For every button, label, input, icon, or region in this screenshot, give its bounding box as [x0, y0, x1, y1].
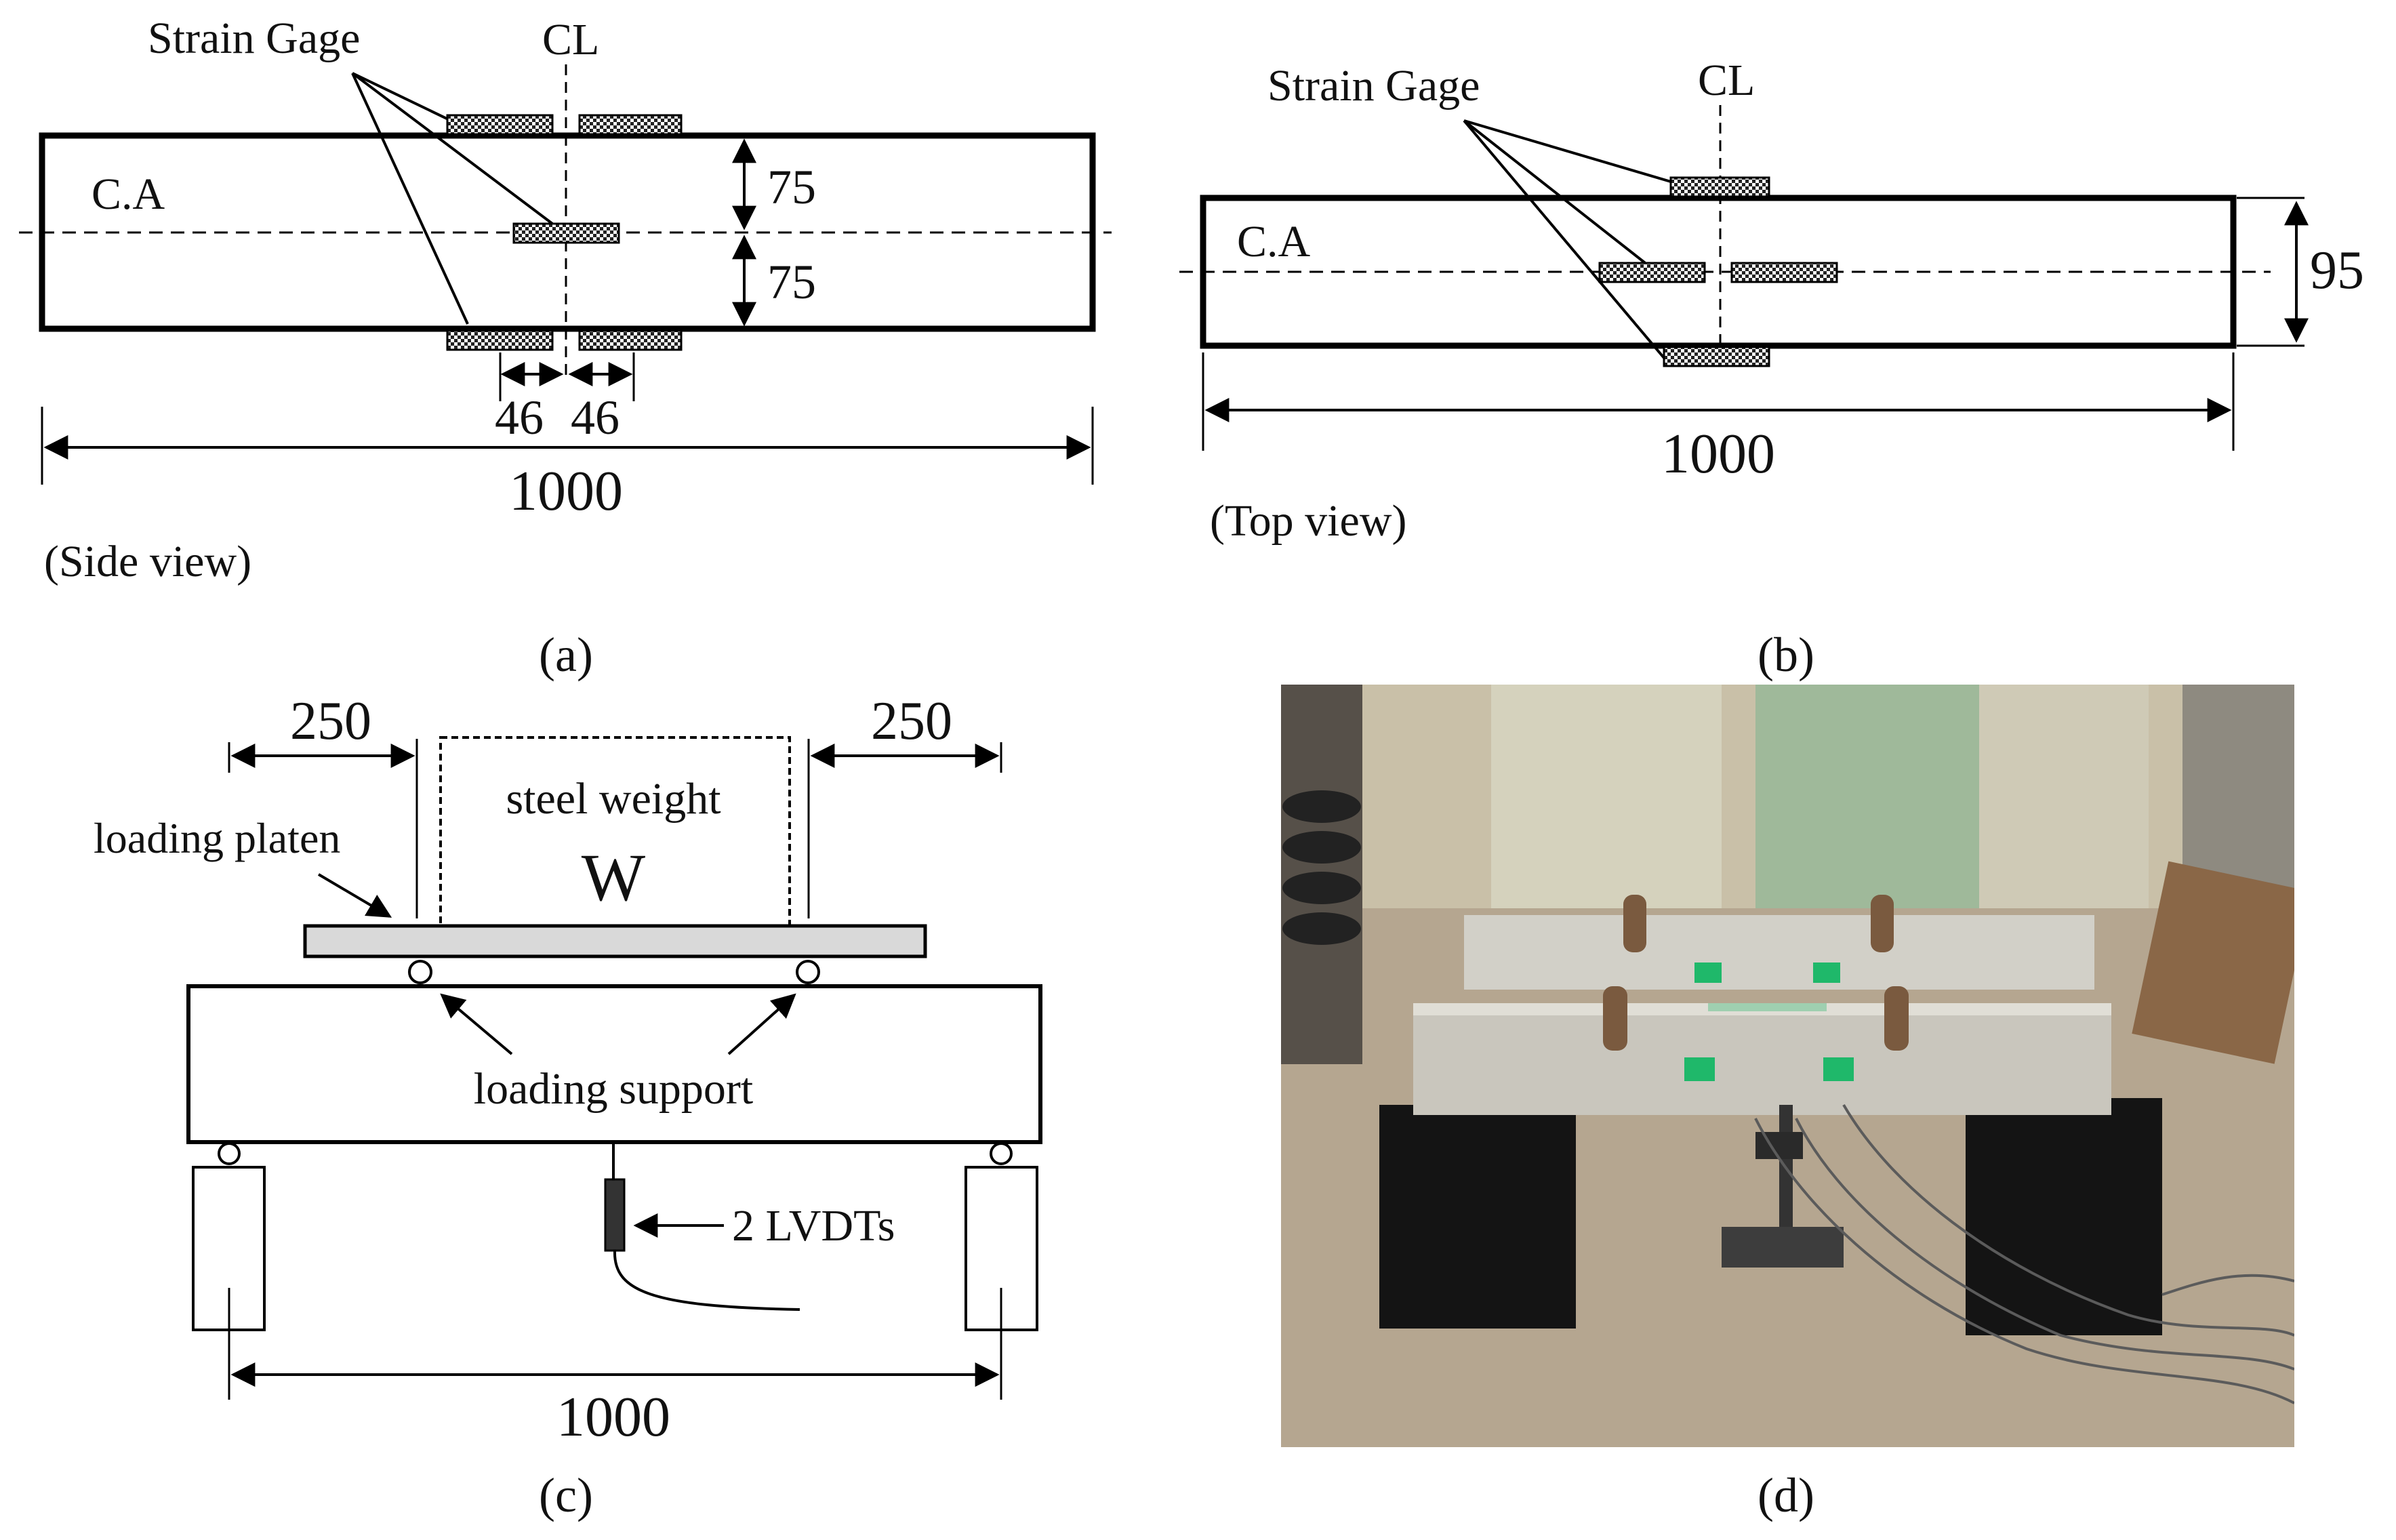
span-dimension-c [228, 1288, 1002, 1400]
beam-outline-c [186, 984, 1042, 1144]
strain-gages-b [1598, 176, 1838, 367]
caption-c: (c) [539, 1468, 593, 1522]
gage-offset-dimensions-a [499, 352, 635, 401]
length-dimension-a [41, 407, 1094, 485]
dim-span-c: 1000 [556, 1385, 670, 1448]
dim-offset-left-a: 46 [495, 390, 544, 445]
panel-c-loading-setup: 250 250 steel weight W loading platen lo… [94, 691, 1042, 1522]
neutral-axis-label-a: C.A [92, 169, 165, 219]
dim-width-b: 95 [2310, 241, 2364, 300]
caption-b: (b) [1758, 628, 1814, 682]
panel-b-top-view: Strain Gage CL C.A 95 1000 (To [1179, 56, 2364, 682]
gage-leader-lines-b [1463, 119, 1671, 359]
loading-platen [303, 924, 927, 958]
caption-a: (a) [539, 628, 593, 682]
platen-arrow [317, 873, 392, 918]
dim-length-a: 1000 [509, 460, 623, 523]
photo-cables [1754, 1103, 2294, 1404]
dim-right-c: 250 [871, 691, 952, 751]
strain-gages-a [446, 114, 683, 351]
strain-gage-label-b: Strain Gage [1267, 61, 1480, 110]
steel-weight-box [439, 736, 791, 927]
weight-label: steel weight [506, 774, 720, 824]
centerline-label-a: CL [542, 15, 599, 64]
neutral-axis-label-b: C.A [1237, 217, 1311, 266]
lvdt-sensor [604, 1144, 800, 1311]
gage-leader-lines-a [351, 72, 554, 325]
length-dimension-b [1202, 352, 2235, 451]
panel-d-test-photo [1281, 685, 2294, 1447]
panel-a-side-view: Strain Gage CL C.A 75 75 [19, 14, 1112, 682]
view-label-a: (Side view) [44, 537, 251, 586]
photo-loading-rollers [1603, 895, 1909, 1051]
dim-left-c: 250 [290, 691, 371, 751]
photo-strain-gage-tape [1684, 963, 1854, 1081]
support-arrow-left [440, 993, 513, 1055]
loading-support-rollers [408, 960, 820, 984]
dim-offset-right-a: 46 [571, 390, 620, 445]
caption-d: (d) [1758, 1468, 1814, 1522]
support-arrow-right [727, 993, 796, 1055]
strain-gage-label-a: Strain Gage [148, 14, 360, 63]
centerline-label-b: CL [1698, 56, 1755, 105]
view-label-b: (Top view) [1210, 496, 1406, 546]
dim-length-b: 1000 [1661, 422, 1775, 485]
lvdt-label: 2 LVDTs [732, 1201, 895, 1251]
support-label: loading support [474, 1064, 753, 1114]
weight-symbol: W [582, 840, 646, 915]
overhang-dimensions-c [228, 739, 1002, 918]
width-dimension-b [2237, 197, 2309, 347]
photo-green-door [1755, 685, 1979, 942]
platen-label: loading platen [94, 814, 340, 862]
dim-upper-a: 75 [767, 160, 816, 214]
photo-lvdt-stand [1722, 1105, 1844, 1268]
dim-lower-a: 75 [767, 255, 816, 309]
photo-concrete-beams [1413, 915, 2111, 1115]
